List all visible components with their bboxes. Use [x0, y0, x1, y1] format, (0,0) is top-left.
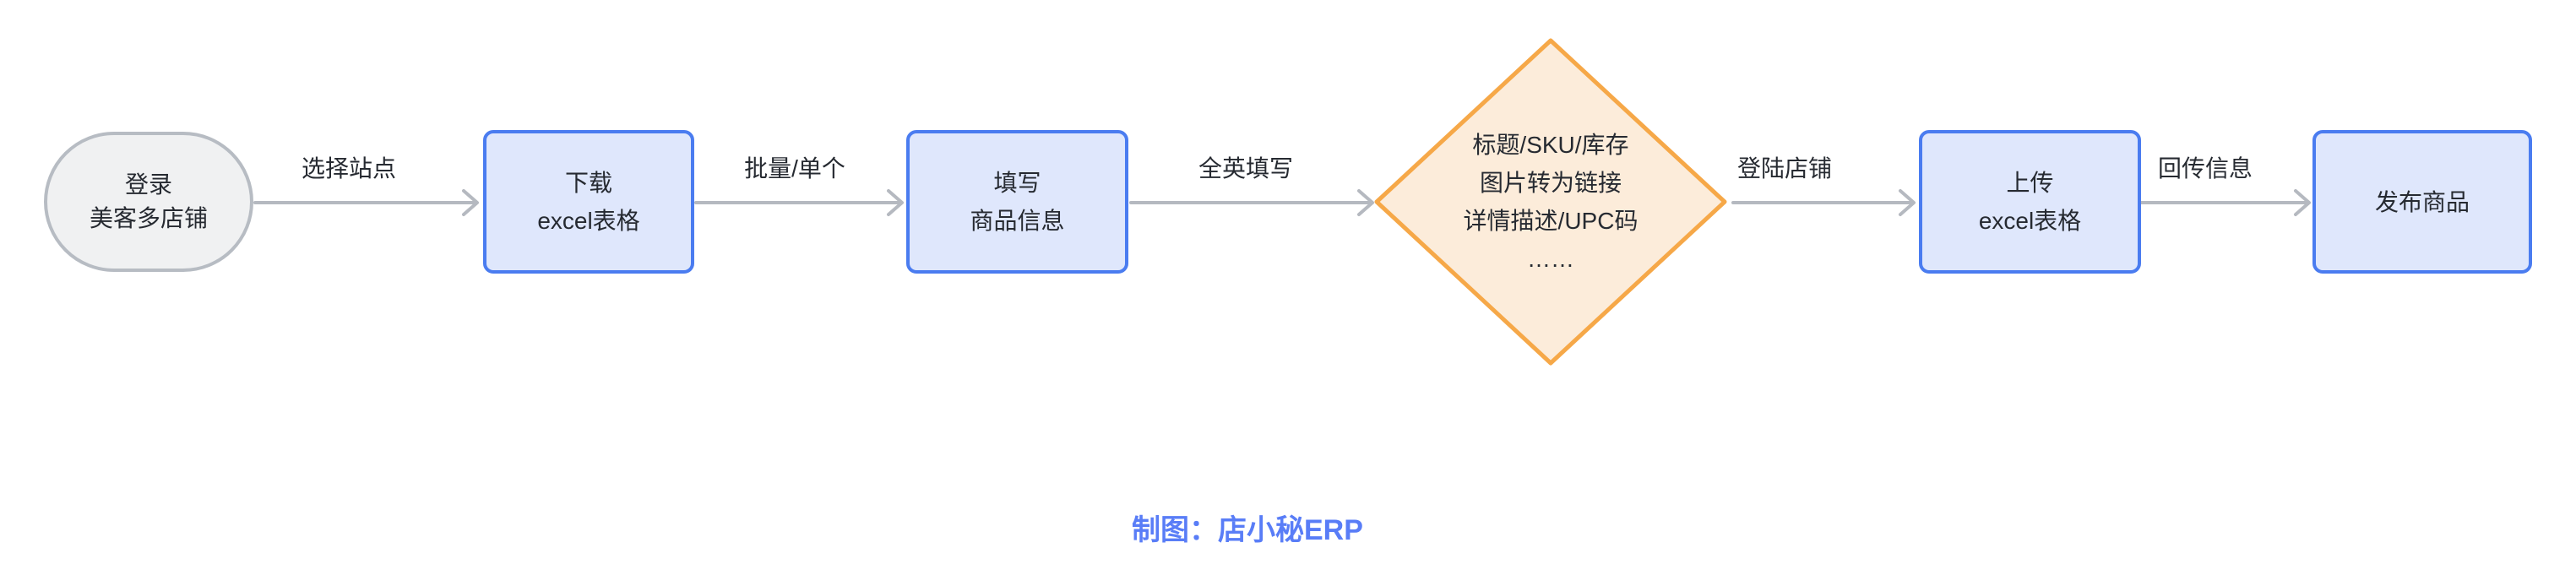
arrow-head [1899, 189, 1916, 216]
edge-label-fill-in-english: 全英填写 [1198, 155, 1294, 182]
decision-diamond-shape [1374, 38, 1727, 366]
node-label-line: 商品信息 [970, 208, 1065, 234]
node-label-line: 标题/SKU/库存 [1472, 132, 1629, 158]
edge-label-select-site: 选择站点 [301, 155, 397, 182]
node-decision-fields: 标题/SKU/库存 图片转为链接 详情描述/UPC码 …… [1377, 41, 1725, 363]
node-label-line: 下载 [564, 170, 612, 196]
node-label-line: 发布商品 [2374, 188, 2470, 215]
diagram-caption: 制图：店小秘ERP [1132, 514, 1363, 546]
node-download-excel: 下载 excel表格 [483, 130, 694, 274]
arrow-head [462, 189, 479, 216]
node-label-line: 详情描述/UPC码 [1463, 208, 1639, 234]
node-label-line: 美客多店铺 [89, 205, 208, 231]
arrow-head [1357, 189, 1374, 216]
node-label-line: excel表格 [1978, 208, 2082, 234]
arrow-head [2294, 189, 2311, 216]
edge-label-batch-or-single: 批量/单个 [744, 155, 845, 182]
arrow-head [887, 189, 904, 216]
node-label-line: …… [1527, 246, 1574, 272]
node-fill-product-info: 填写 商品信息 [906, 130, 1128, 274]
edge-label-login-shop: 登陆店铺 [1736, 155, 1833, 182]
node-label-line: 图片转为链接 [1479, 170, 1622, 196]
node-label-line: 登录 [124, 171, 172, 198]
node-upload-excel: 上传 excel表格 [1919, 130, 2141, 274]
node-label-line: 上传 [2006, 170, 2054, 196]
edge-label-return-info: 回传信息 [2157, 155, 2253, 182]
node-label-line: excel表格 [537, 208, 640, 234]
node-login-store: 登录 美客多店铺 [44, 132, 253, 272]
node-label-line: 填写 [993, 170, 1041, 196]
node-publish-product: 发布商品 [2312, 130, 2532, 274]
